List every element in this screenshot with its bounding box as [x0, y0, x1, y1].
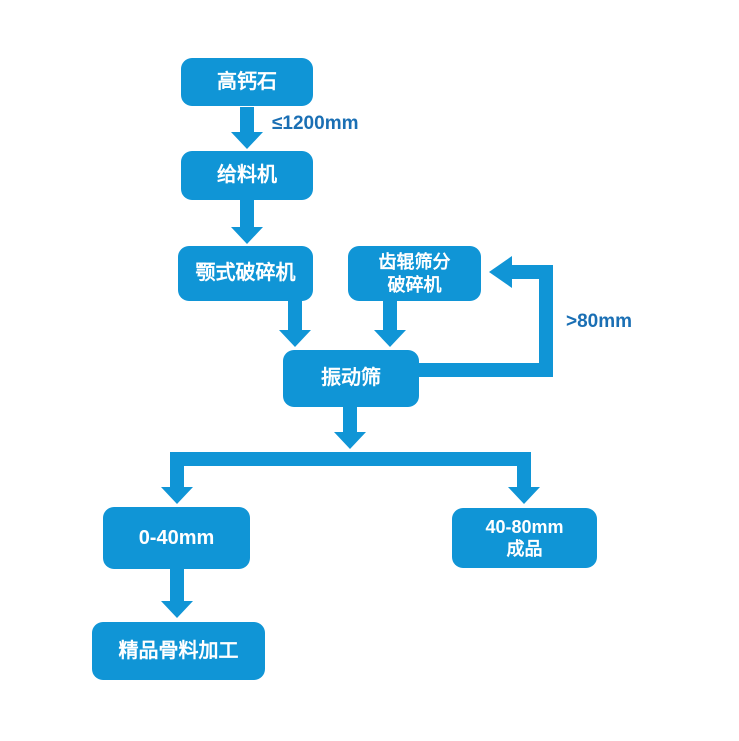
arrow-roller-to-screen [374, 301, 406, 347]
node-vibrating-screen: 振动筛 [283, 350, 419, 407]
arrow-feeder-to-jaw [231, 200, 263, 244]
node-fraction-0-40-label: 0-40mm [138, 526, 215, 549]
arrow-jaw-to-screen [279, 301, 311, 347]
node-fraction-0-40: 0-40mm [103, 507, 250, 569]
arrow-limestone-to-feeder [231, 107, 263, 149]
node-aggregate-processing: 精品骨料加工 [92, 622, 265, 680]
arrow-0-40-to-processing [161, 569, 193, 618]
node-feeder: 给料机 [181, 151, 313, 200]
node-roller-crusher-label-line1: 齿辊筛分 [378, 252, 451, 272]
node-fraction-40-80-label-line1: 40-80mm [485, 516, 564, 537]
node-limestone-label: 高钙石 [217, 70, 277, 93]
node-roller-crusher: 齿辊筛分 破碎机 [348, 246, 481, 301]
node-vibrating-screen-label: 振动筛 [321, 367, 381, 389]
arrow-split-to-0-40 [161, 452, 193, 504]
node-feeder-label: 给料机 [217, 164, 277, 186]
node-fraction-40-80: 40-80mm 成品 [452, 508, 597, 568]
arrow-split-to-40-80 [508, 452, 540, 504]
split-bar [170, 452, 531, 466]
edge-label-oversize-return: >80mm [566, 311, 633, 332]
edge-label-max-feed-size: ≤1200mm [272, 113, 359, 134]
node-limestone: 高钙石 [181, 58, 313, 106]
node-roller-crusher-label-line2: 破碎机 [387, 274, 442, 295]
node-jaw-crusher-label: 颚式破碎机 [195, 262, 296, 284]
loop-arrowhead [489, 256, 512, 288]
node-fraction-40-80-label-line2: 成品 [506, 539, 543, 559]
loop-vertical-segment [539, 265, 553, 377]
node-jaw-crusher: 颚式破碎机 [178, 246, 313, 301]
node-aggregate-processing-label: 精品骨料加工 [118, 639, 239, 662]
arrow-screen-to-split [334, 407, 366, 449]
loop-top-segment [512, 265, 553, 279]
loop-bottom-segment [417, 363, 553, 377]
